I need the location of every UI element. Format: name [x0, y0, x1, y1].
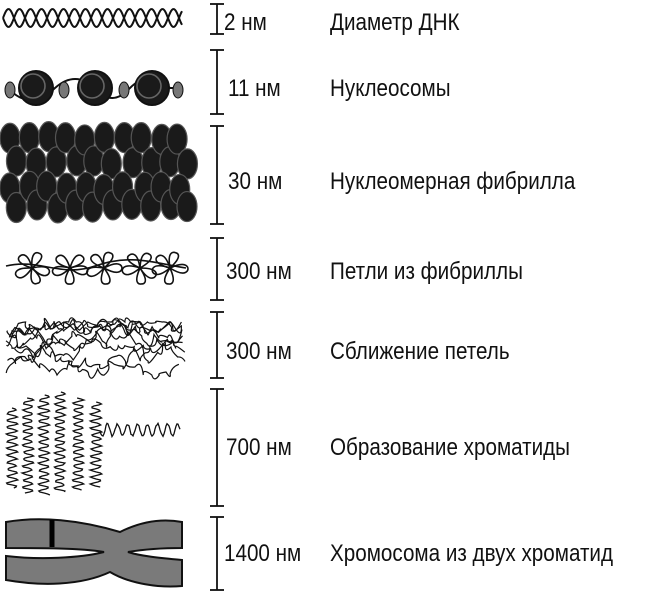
fibril-nucleosome — [130, 122, 152, 154]
chromatid-coil — [99, 421, 181, 439]
fibril-loop — [17, 254, 33, 269]
condensed-loop-strand — [6, 319, 183, 349]
nucleosome-wrap — [136, 73, 162, 99]
condensed-loops — [5, 317, 186, 380]
fibril-loop — [55, 254, 71, 269]
linker-bead — [118, 81, 130, 99]
fibril-loop — [168, 251, 180, 269]
chromatid-coil — [52, 391, 68, 493]
fibril-loop — [51, 265, 71, 277]
helix-strand — [2, 8, 183, 28]
fibril-loop — [139, 252, 152, 269]
chromatid-coil — [20, 397, 36, 494]
fibril-loop — [126, 253, 141, 269]
fibril-loop — [169, 263, 189, 274]
fibril-loop — [14, 267, 33, 279]
nucleosome-core — [18, 70, 54, 106]
name-label-chromosome: Хромосома из двух хроматид — [330, 540, 614, 567]
chromatid-coil — [36, 394, 52, 496]
fibril-loop — [136, 267, 147, 285]
fibril-nucleosome — [45, 146, 67, 178]
name-label-chromatid: Образование хроматиды — [330, 434, 571, 461]
fibril-loops — [5, 251, 189, 285]
nucleosome-beads — [4, 70, 184, 106]
size-label-chromosome: 1400 нм — [224, 540, 302, 567]
linker-bead — [58, 81, 70, 99]
size-label-loops: 300 нм — [226, 258, 292, 285]
chromatid-coil — [71, 397, 86, 491]
name-label-nucleosome: Нуклеосомы — [330, 75, 451, 102]
scale-brackets — [210, 3, 224, 591]
fibril-nucleosome — [93, 121, 116, 154]
linker-bead — [172, 81, 184, 99]
chromatid-formation — [4, 391, 181, 496]
chromosome — [5, 518, 183, 588]
condensed-loop-strand — [7, 335, 183, 365]
fibril-loop — [31, 266, 51, 277]
fibril-loop — [151, 265, 171, 276]
condensed-loop-strand — [14, 348, 180, 380]
fibril-loop — [102, 251, 114, 269]
name-label-condensed: Сближение петель — [330, 338, 510, 365]
size-label-dna: 2 нм — [224, 9, 267, 36]
fibril-nucleosome — [5, 191, 27, 224]
fibril-loop — [31, 251, 43, 269]
nucleosome-wrap — [79, 73, 105, 99]
size-label-nucleosome: 11 нм — [228, 75, 281, 102]
nucleosome-wrap — [20, 73, 46, 99]
chromosome-body — [5, 518, 183, 588]
fibril-loop — [155, 254, 171, 269]
fibril-loop — [90, 253, 105, 269]
fibril-loop — [163, 267, 174, 285]
name-label-loops: Петли из фибриллы — [330, 258, 523, 285]
nucleosome-core — [134, 70, 170, 106]
condensed-loop-strand — [11, 327, 186, 370]
fibril-loop — [121, 265, 141, 276]
name-label-dna: Диаметр ДНК — [330, 9, 460, 36]
fibril-loop — [86, 266, 105, 277]
fibril-loop — [30, 267, 41, 285]
helix-strand — [2, 8, 183, 28]
fibril-nucleosome — [166, 123, 188, 155]
chromatid-coil — [87, 401, 104, 488]
size-label-chromatid: 700 нм — [226, 434, 292, 461]
chromatid-coil — [4, 407, 20, 489]
size-label-fibril: 30 нм — [228, 168, 283, 195]
nucleomeric-fibril — [0, 121, 199, 224]
linker-bead — [4, 81, 16, 99]
fibril-nucleosome — [176, 190, 198, 223]
fibril-loop — [64, 267, 75, 285]
fibril-loop — [100, 267, 111, 285]
fibril-loop — [103, 263, 123, 274]
size-label-condensed: 300 нм — [226, 338, 292, 365]
fibril-loop — [69, 254, 85, 269]
nucleosome-core — [77, 70, 113, 106]
name-label-fibril: Нуклеомерная фибрилла — [330, 168, 576, 195]
dna-double-helix — [2, 8, 183, 28]
condensed-loop-strand — [12, 318, 183, 347]
